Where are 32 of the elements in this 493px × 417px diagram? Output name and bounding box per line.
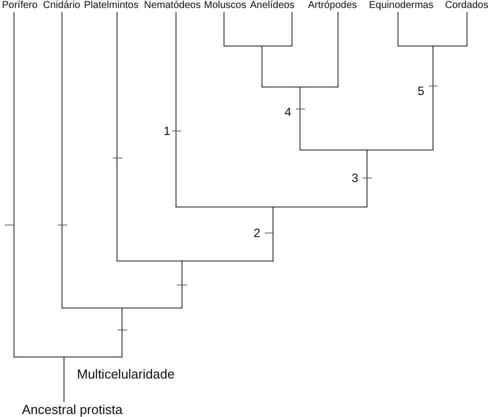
taxon-label: Artrópodes bbox=[308, 0, 357, 12]
branch-line bbox=[262, 12, 292, 46]
branch-line bbox=[272, 150, 368, 208]
taxon-label: Porífero bbox=[2, 0, 38, 12]
taxon-label: Moluscos bbox=[204, 0, 246, 12]
taxon-label: Cnidário bbox=[43, 0, 80, 12]
branch-line bbox=[14, 12, 64, 358]
branch-line bbox=[182, 206, 274, 262]
ancestor-label: Ancestral protista bbox=[22, 402, 122, 417]
taxon-label: Equinodermas bbox=[369, 0, 434, 12]
branch-line bbox=[262, 46, 300, 88]
branch-line bbox=[64, 308, 122, 358]
taxon-label: Cordados bbox=[445, 0, 488, 12]
branch-line bbox=[62, 12, 122, 308]
trait-label: Multicelularidade bbox=[77, 368, 175, 380]
branch-line bbox=[300, 12, 338, 88]
taxon-label: Platelmintos bbox=[84, 0, 138, 12]
trait-number: 3 bbox=[352, 172, 358, 184]
trait-number: 2 bbox=[254, 227, 260, 239]
branch-line bbox=[122, 260, 182, 308]
trait-number: 5 bbox=[418, 85, 424, 97]
taxon-label: Nematódeos bbox=[144, 0, 201, 12]
taxon-label: Anelídeos bbox=[250, 0, 294, 12]
trait-number: 1 bbox=[164, 125, 170, 137]
branch-line bbox=[224, 12, 262, 46]
branch-line bbox=[432, 12, 468, 46]
trait-number: 4 bbox=[284, 106, 292, 118]
branch-line bbox=[300, 86, 368, 150]
branch-line bbox=[366, 46, 434, 150]
branch-line bbox=[176, 12, 274, 208]
branch-line bbox=[116, 12, 182, 262]
branch-line bbox=[398, 12, 434, 46]
